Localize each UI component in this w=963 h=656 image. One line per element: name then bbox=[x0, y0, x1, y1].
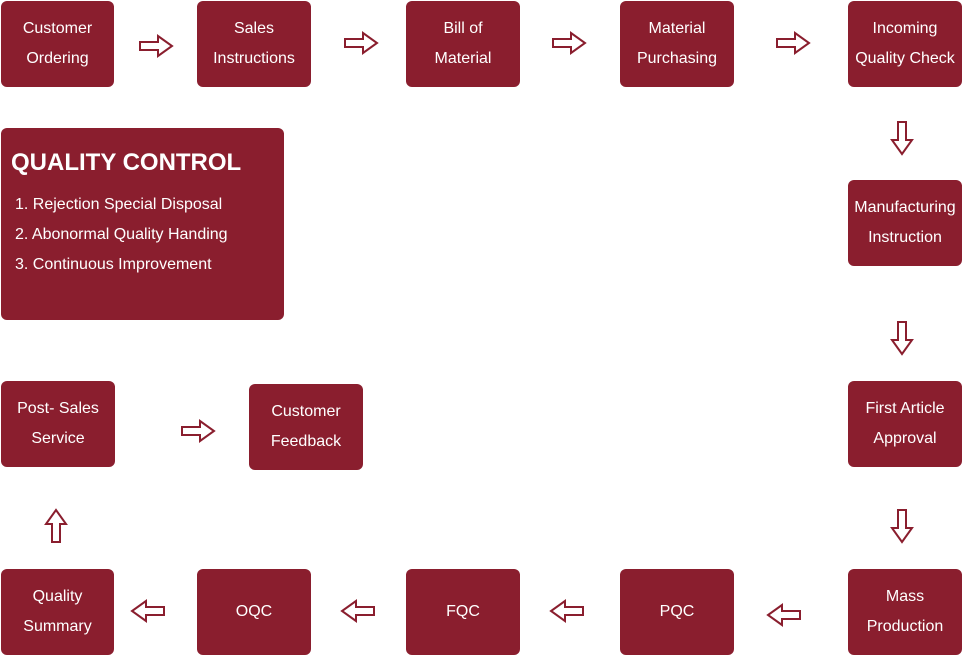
quality-control-item: 2. Abonormal Quality Handing bbox=[15, 226, 228, 243]
arrow-right-icon bbox=[775, 31, 811, 55]
node-quality-summary: Quality Summary bbox=[1, 569, 114, 655]
arrow-up-icon bbox=[44, 508, 68, 544]
node-material-purchasing: Material Purchasing bbox=[620, 1, 734, 87]
node-first-article-approval: First Article Approval bbox=[848, 381, 962, 467]
arrow-left-icon bbox=[130, 599, 166, 623]
node-fqc: FQC bbox=[406, 569, 520, 655]
arrow-left-icon bbox=[340, 599, 376, 623]
node-post-sales-service: Post- Sales Service bbox=[1, 381, 115, 467]
node-mass-production: Mass Production bbox=[848, 569, 962, 655]
arrow-right-icon bbox=[551, 31, 587, 55]
node-incoming-quality-check: Incoming Quality Check bbox=[848, 1, 962, 87]
quality-control-item: 1. Rejection Special Disposal bbox=[15, 196, 223, 213]
arrow-left-icon bbox=[549, 599, 585, 623]
quality-control-panel: QUALITY CONTROL 1. Rejection Special Dis… bbox=[1, 128, 284, 320]
node-sales-instructions: Sales Instructions bbox=[197, 1, 311, 87]
quality-control-item: 3. Continuous Improvement bbox=[15, 256, 212, 273]
arrow-right-icon bbox=[343, 31, 379, 55]
arrow-right-icon bbox=[138, 34, 174, 58]
node-bill-of-material: Bill of Material bbox=[406, 1, 520, 87]
node-manufacturing-instruction: Manufacturing Instruction bbox=[848, 180, 962, 266]
arrow-down-icon bbox=[890, 120, 914, 156]
node-customer-ordering: Customer Ordering bbox=[1, 1, 114, 87]
quality-control-title: QUALITY CONTROL bbox=[11, 149, 242, 176]
arrow-left-icon bbox=[766, 603, 802, 627]
node-pqc: PQC bbox=[620, 569, 734, 655]
node-oqc: OQC bbox=[197, 569, 311, 655]
arrow-right-icon bbox=[180, 419, 216, 443]
node-customer-feedback: Customer Feedback bbox=[249, 384, 363, 470]
arrow-down-icon bbox=[890, 508, 914, 544]
arrow-down-icon bbox=[890, 320, 914, 356]
quality-control-list: 1. Rejection Special Disposal 2. Abonorm… bbox=[11, 190, 274, 280]
